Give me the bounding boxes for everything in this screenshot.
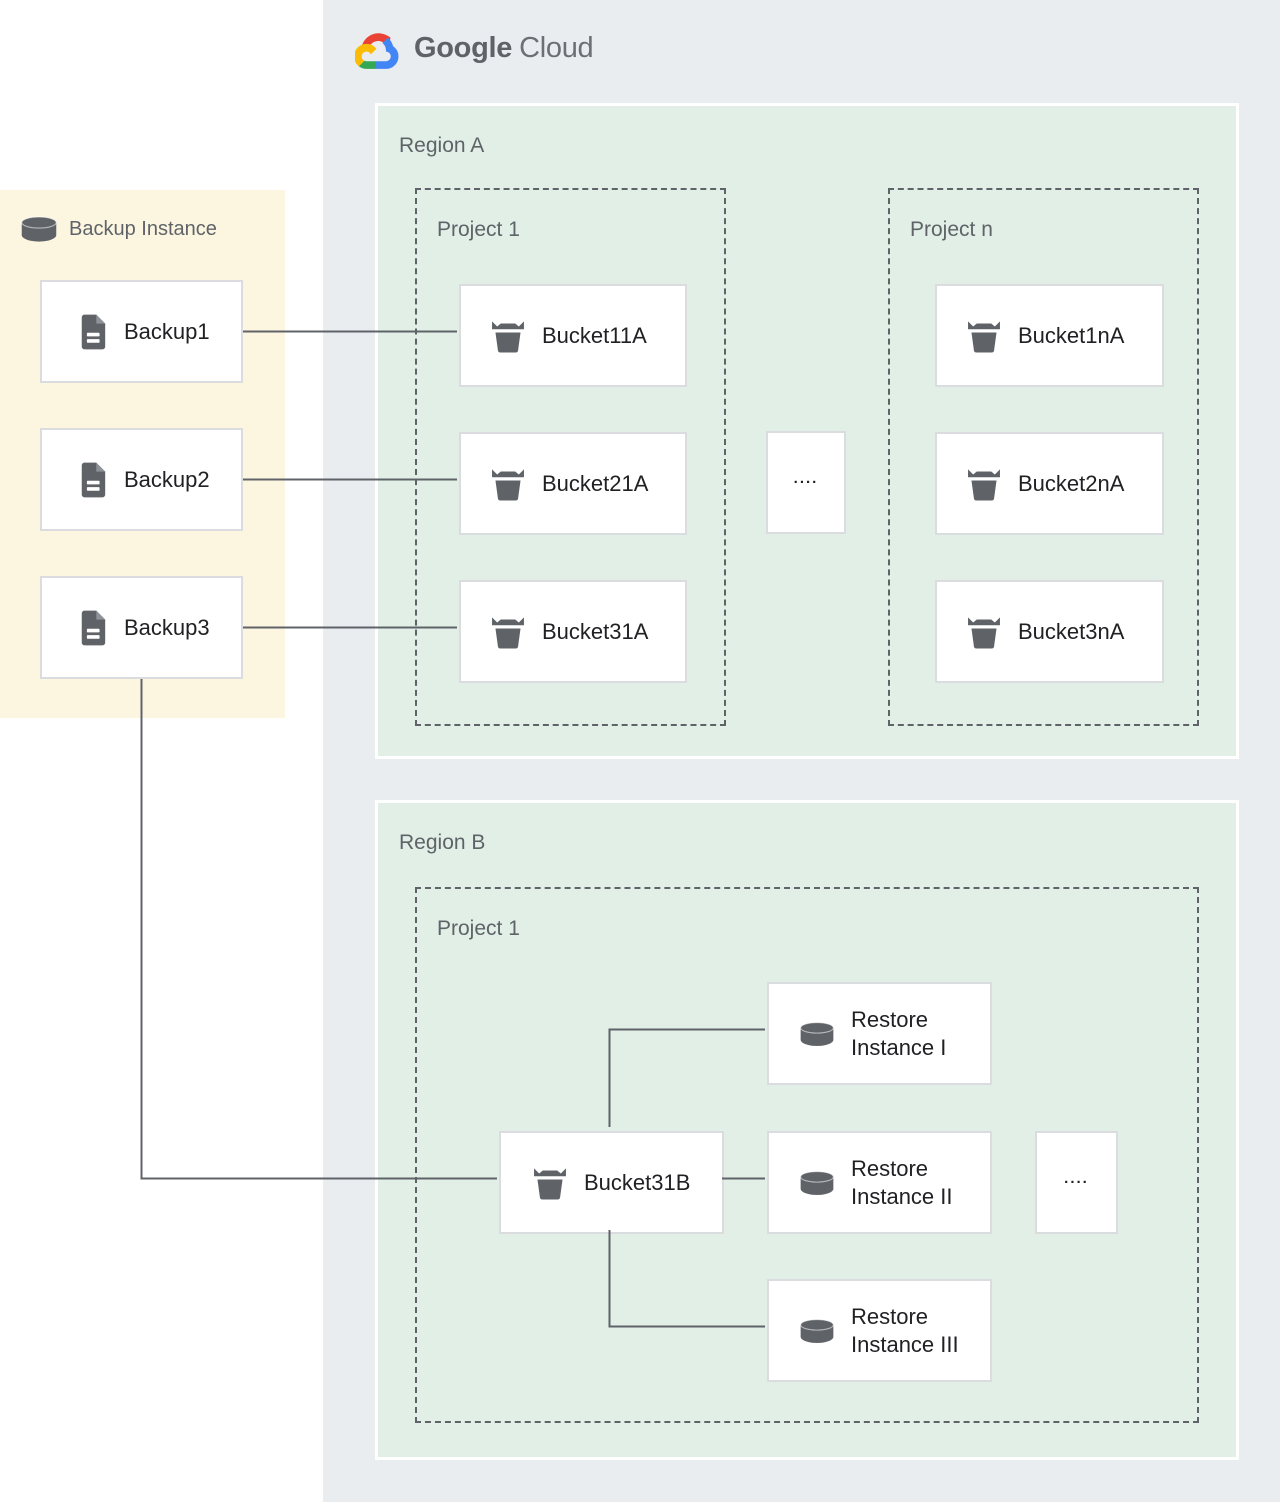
storage-bucket-icon [489,317,527,355]
region-a-project-1-box: Project 1 Bucket11A Bucket21A Bucket31A [415,188,726,726]
bucket-label: Bucket31B [584,1169,691,1195]
region-a-project-1-label: Project 1 [437,218,520,241]
bucket-label: Bucket3nA [1018,618,1125,644]
bucket-card-bucket11a: Bucket11A [459,284,687,387]
database-cylinder-icon [799,1318,835,1344]
restore-line2: Instance I [851,1034,947,1060]
bucket-label: Bucket1nA [1018,322,1125,348]
bucket-card-bucket2na: Bucket2nA [935,432,1164,535]
backup-label: Backup1 [124,318,210,344]
restore-line1: Restore [851,1006,929,1032]
bucket-card-bucket21a: Bucket21A [459,432,687,535]
storage-bucket-icon [531,1164,569,1202]
ellipsis-label: .... [1064,1170,1089,1187]
region-a-project-n-label: Project n [910,218,993,241]
region-a-project-n-box: Project n Bucket1nA Bucket2nA Bucket3nA [888,188,1199,726]
backup-instance-panel: Backup Instance Backup1 Backup2 Backup3 [0,190,285,718]
storage-bucket-icon [965,317,1003,355]
document-icon [78,312,108,352]
bucket-card-bucket3na: Bucket3nA [935,580,1164,683]
storage-bucket-icon [489,613,527,651]
database-cylinder-icon [799,1021,835,1047]
google-cloud-icon [355,27,400,70]
bucket-card-bucket1na: Bucket1nA [935,284,1164,387]
storage-bucket-icon [489,465,527,503]
bucket-label: Bucket31A [542,618,649,644]
document-icon [78,460,108,500]
logo-word-cloud: Cloud [519,32,594,64]
storage-bucket-icon [965,465,1003,503]
logo-word-google: Google [414,32,513,64]
backup-instance-header: Backup Instance [20,216,217,242]
restore-line1: Restore [851,1303,929,1329]
backup-instance-title: Backup Instance [69,217,217,240]
backup-label: Backup3 [124,614,210,640]
backup-card-backup2: Backup2 [40,428,243,531]
region-b-label: Region B [399,831,486,854]
restore-line2: Instance III [851,1331,959,1357]
more-projects-ellipsis-box: .... [766,431,846,534]
ellipsis-label: .... [793,470,819,487]
bucket-label: Bucket2nA [1018,470,1125,496]
backup-card-backup1: Backup1 [40,280,243,383]
more-restores-ellipsis-box: .... [1035,1131,1118,1234]
restore-line2: Instance II [851,1183,953,1209]
storage-bucket-icon [965,613,1003,651]
bucket-card-bucket31b: Bucket31B [499,1131,724,1234]
database-cylinder-icon [799,1170,835,1196]
database-cylinder-icon [20,216,58,242]
bucket-label: Bucket21A [542,470,649,496]
region-b-project-1-label: Project 1 [437,917,520,940]
region-a-label: Region A [399,134,485,157]
backup-card-backup3: Backup3 [40,576,243,679]
document-icon [78,608,108,648]
restore-line1: Restore [851,1155,929,1181]
region-a-panel: Region A Project 1 Bucket11A Bucket21A B… [375,103,1239,759]
backup-label: Backup2 [124,466,210,492]
bucket-card-bucket31a: Bucket31A [459,580,687,683]
bucket-label: Bucket11A [542,322,647,348]
